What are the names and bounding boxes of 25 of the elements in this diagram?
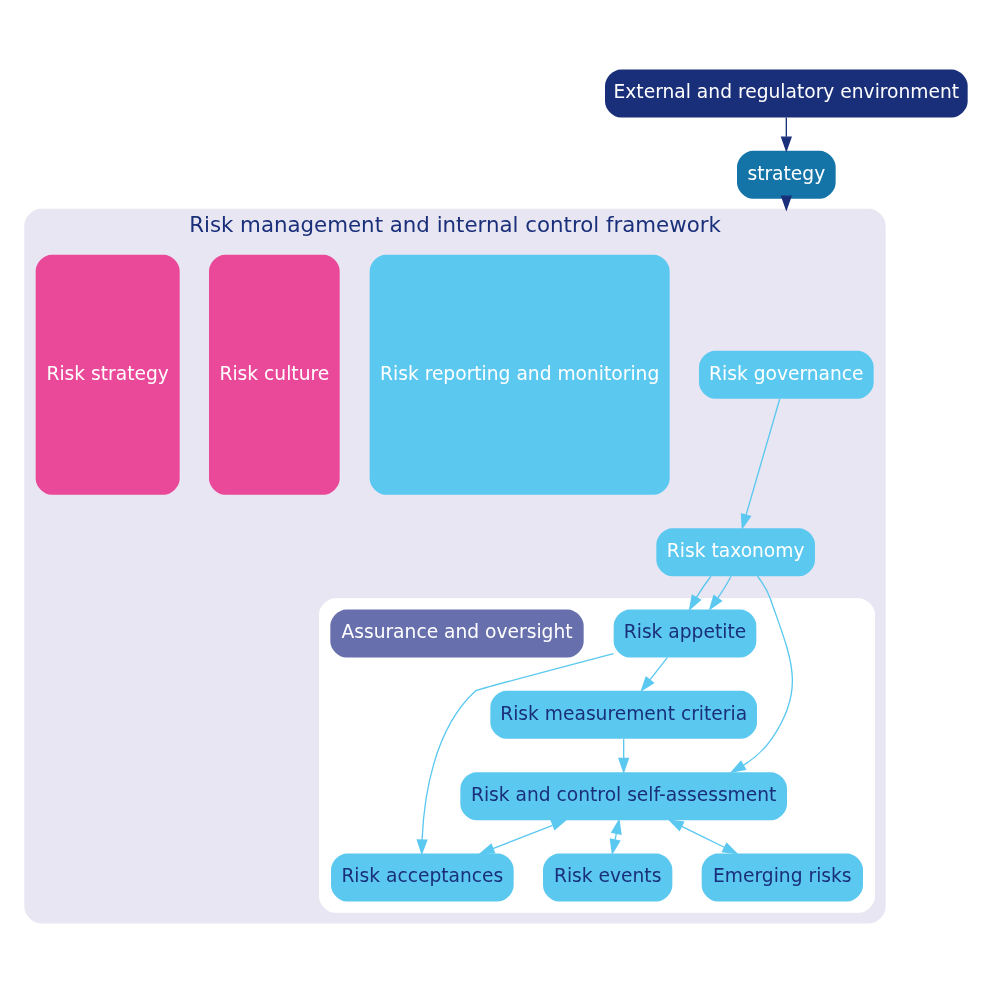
arrow [416, 652, 614, 855]
node-box: External and regulatory environment [604, 69, 968, 117]
node-box: Risk reporting and monitoring [369, 254, 670, 495]
cluster [318, 597, 875, 913]
node-box: Risk strategy [35, 254, 180, 495]
arrow [639, 656, 668, 692]
node-box: Risk events [542, 853, 672, 901]
arrow [609, 817, 622, 855]
arrow [617, 737, 629, 774]
node-box: Risk governance [698, 350, 874, 399]
arrow [688, 575, 712, 611]
arrow [729, 575, 793, 773]
node-box: Emerging risks [701, 853, 863, 901]
arrow [740, 397, 780, 530]
arrow [708, 575, 732, 611]
arrow [667, 818, 738, 854]
node-box: Risk measurement criteria [489, 690, 757, 739]
node-box: Risk acceptances [330, 853, 514, 901]
node-box: Risk and control self-assessment [459, 771, 787, 820]
node-box: Risk taxonomy [655, 527, 815, 576]
node-box: Risk appetite [613, 609, 756, 657]
node-box: Assurance and oversight [329, 609, 584, 657]
arrow [478, 819, 567, 854]
node-box: Risk culture [208, 254, 340, 495]
arrow [780, 116, 792, 153]
